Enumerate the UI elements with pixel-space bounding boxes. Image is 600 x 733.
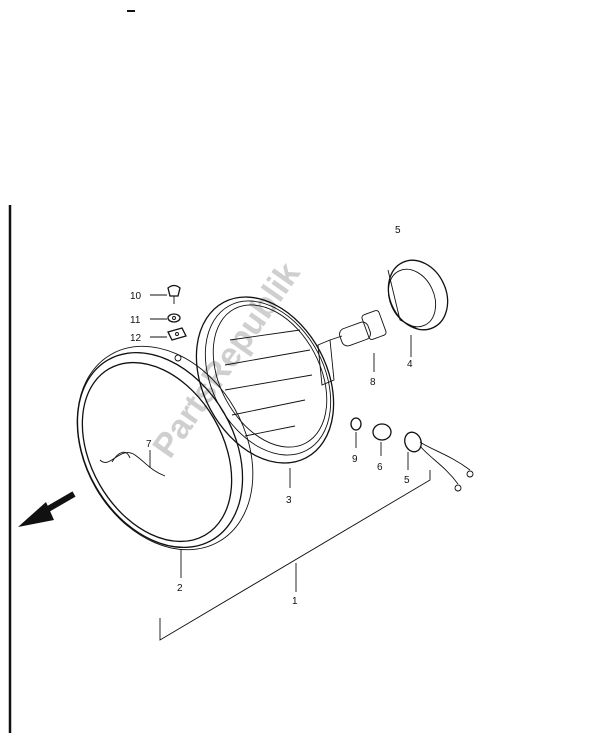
lens-unit-drawing: [195, 296, 335, 464]
callout-6: 6: [377, 462, 383, 473]
socket-cover-drawing: [387, 259, 449, 331]
callout-2: 2: [177, 583, 183, 594]
callout-7: 7: [146, 439, 152, 450]
callout-leaders: [149, 294, 431, 641]
headlamp-bulb-drawing: [329, 310, 387, 347]
callout-4: 4: [407, 359, 413, 370]
callout-3: 3: [286, 495, 292, 506]
callout-8: 8: [370, 377, 376, 388]
pilot-parts-drawing: [350, 417, 474, 492]
callout-5-lower: 5: [404, 475, 410, 486]
callout-11: 11: [130, 315, 141, 326]
callout-9: 9: [352, 454, 358, 465]
direction-arrow-icon: [18, 491, 76, 527]
callout-10: 10: [130, 291, 142, 302]
callout-12: 12: [130, 333, 142, 344]
fastener-drawing: [167, 284, 187, 341]
callout-1: 1: [292, 596, 298, 607]
callout-5: 5: [395, 225, 401, 236]
